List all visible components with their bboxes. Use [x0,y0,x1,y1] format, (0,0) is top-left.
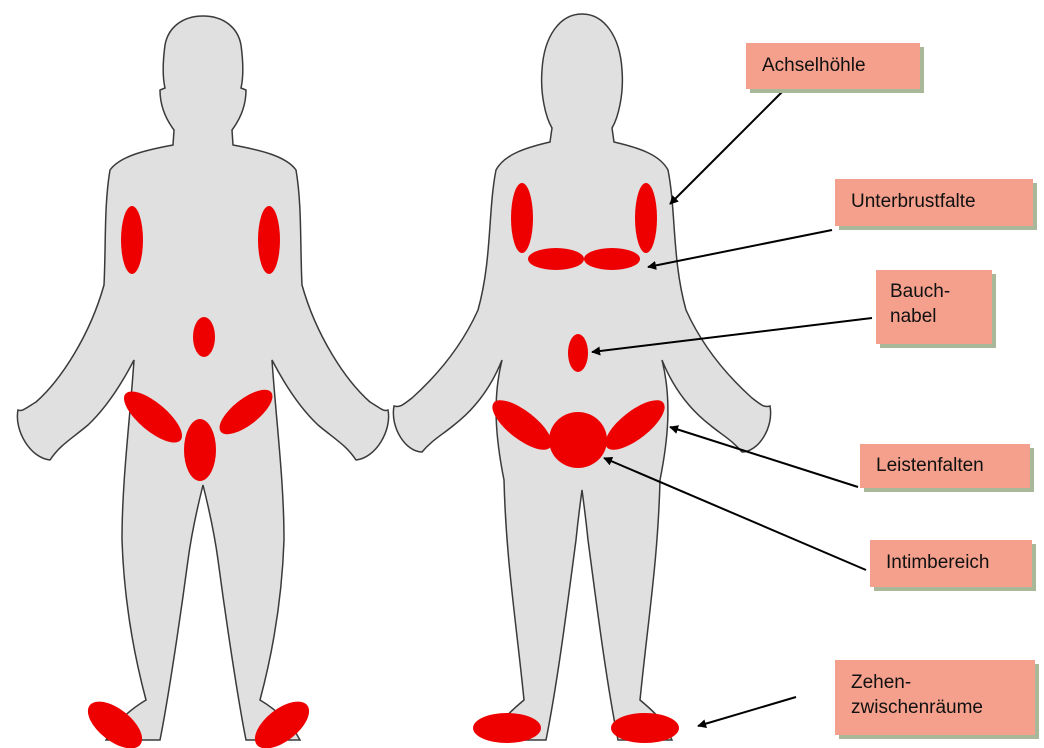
male-intimate-marker [184,419,216,481]
female-underbust-right-marker [584,248,640,270]
female-body-silhouette [393,14,770,740]
female-axilla-right-marker [635,183,657,253]
female-intimate-marker [549,412,607,468]
label-underbust-fold: Unterbrustfalte [835,179,1033,226]
male-axilla-left-marker [121,206,143,274]
female-navel-marker [568,334,588,372]
arrow-toes [698,697,796,726]
female-underbust-left-marker [528,248,584,270]
label-navel: Bauch- nabel [876,270,992,344]
label-intimate-area: Intimbereich [870,540,1032,587]
male-axilla-right-marker [258,206,280,274]
male-navel-marker [193,317,215,357]
label-groin-folds: Leistenfalten [860,444,1030,488]
label-axilla: Achselhöhle [746,43,920,89]
female-foot-left-marker [473,713,541,743]
male-body-silhouette [17,16,388,740]
female-axilla-left-marker [511,183,533,253]
female-foot-right-marker [611,713,679,743]
label-toe-spaces: Zehen- zwischenräume [835,660,1035,735]
arrow-axilla [670,92,782,204]
